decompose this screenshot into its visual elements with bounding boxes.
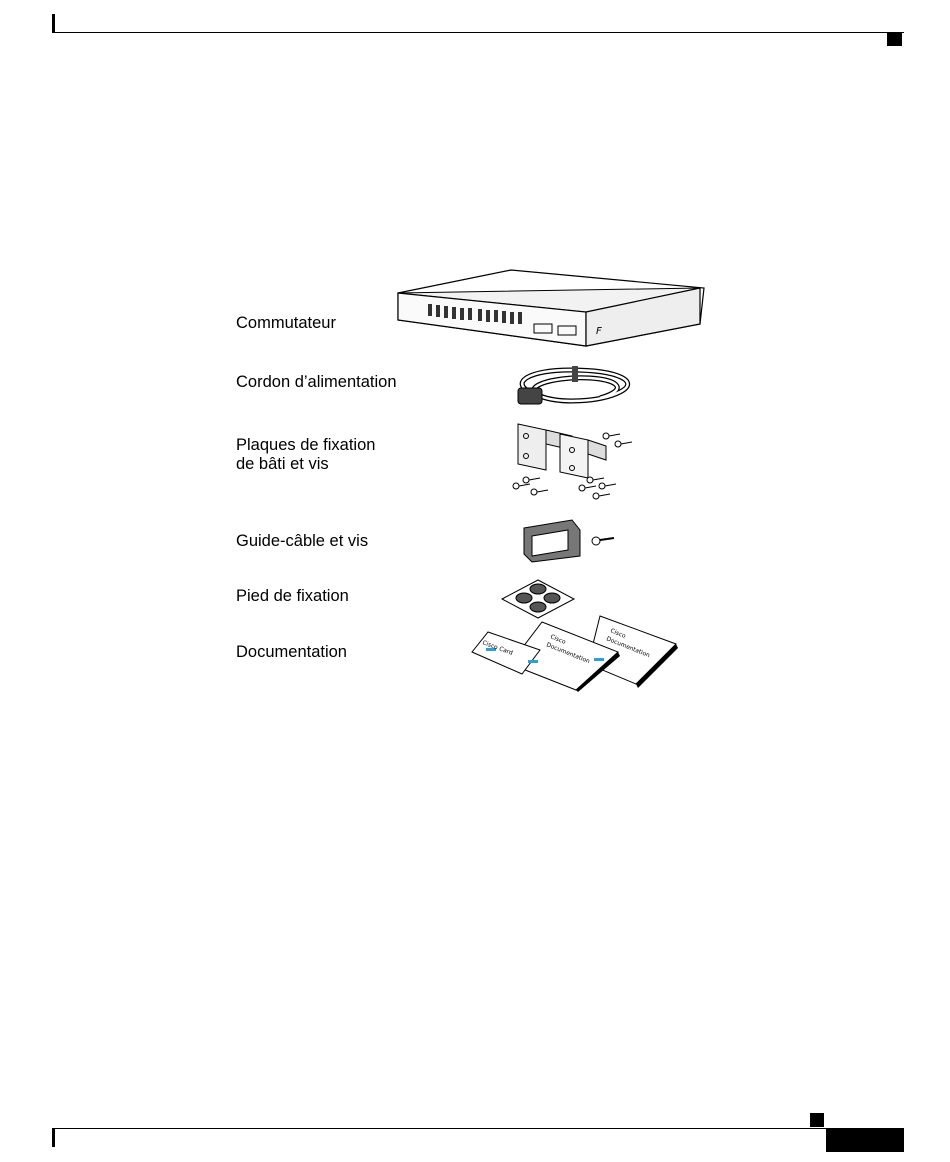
- switch-icon: F: [396, 268, 706, 348]
- cable-guide-icon: [518, 516, 618, 566]
- header-rule: [53, 32, 904, 33]
- header-tick: [52, 14, 55, 33]
- rack-brackets-icon: [506, 420, 646, 505]
- label-documentation: Documentation: [236, 643, 347, 662]
- footer-page-tab: [826, 1128, 904, 1152]
- label-power-cord: Cordon d’alimentation: [236, 373, 397, 392]
- label-rack-brackets: Plaques de fixation de bâti et vis: [236, 436, 375, 474]
- footer-marker: [810, 1113, 824, 1127]
- documentation-icon: Cisco Card Cisco Documentation Cisco Doc…: [470, 614, 682, 692]
- power-cord-icon: [500, 362, 640, 412]
- footer-tick: [52, 1128, 55, 1147]
- header-marker: [887, 33, 902, 46]
- footer-rule: [53, 1128, 904, 1129]
- label-switch: Commutateur: [236, 314, 336, 333]
- svg-text:F: F: [596, 326, 602, 337]
- label-cable-guide: Guide-câble et vis: [236, 532, 368, 551]
- label-rubber-feet: Pied de fixation: [236, 587, 349, 606]
